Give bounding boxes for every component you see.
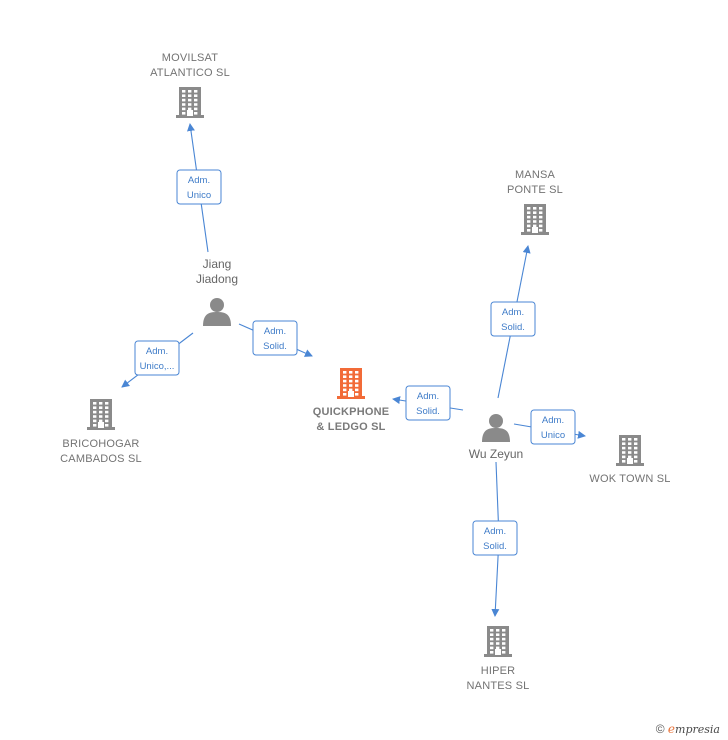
edge-label-frame — [134, 340, 180, 376]
node-label: Jiang — [203, 257, 232, 271]
edge-label-text: Solid. — [263, 341, 287, 352]
edge-label-text: Adm. — [188, 175, 210, 186]
edge-label-box[interactable]: Adm. Solid. — [252, 320, 298, 356]
edge-label-text: Unico — [187, 190, 211, 201]
edge-label-text: Adm. — [542, 415, 564, 426]
edge-wu-to-hiper: Adm. Solid. — [472, 461, 518, 617]
edge-label-frame — [472, 520, 518, 556]
edge-label-box[interactable]: Adm. Unico — [530, 409, 576, 445]
building-icon — [484, 626, 512, 657]
edge-label-text: Solid. — [483, 541, 507, 552]
edge-label-text: Adm. — [484, 526, 506, 537]
node-label: PONTE SL — [507, 184, 563, 196]
node-label: HIPER — [481, 665, 516, 677]
copyright-symbol: © — [655, 722, 665, 736]
node-label: ATLANTICO SL — [150, 67, 230, 79]
edge-label-text: Unico — [541, 430, 565, 441]
person-icon — [203, 298, 231, 326]
empresia-logo[interactable]: empresia — [667, 722, 720, 736]
edge-wu-to-wok: Adm. Unico — [513, 409, 586, 445]
edge-jiang-to-quickphone: Adm. Solid. — [238, 320, 313, 357]
building-icon — [337, 368, 365, 399]
node-label: BRICOHOGAR — [62, 438, 139, 450]
node-label: & LEDGO SL — [316, 421, 385, 433]
edges-layer: Adm.UnicoAdm.Unico,...Adm.Solid.Adm.Soli… — [121, 123, 586, 617]
edge-label-text: Solid. — [501, 322, 525, 333]
nodes-layer: MOVILSAT ATLANTICO SL MANSA PONTE SL BRICOHO… — [60, 52, 670, 692]
building-icon — [87, 399, 115, 430]
node-wok[interactable]: WOK TOWN SL — [589, 435, 670, 485]
edge-jiang-to-movilsat: Adm. Unico — [176, 123, 222, 253]
edge-wu-to-quickphone: Adm. Solid. — [392, 385, 464, 421]
node-label: CAMBADOS SL — [60, 453, 142, 465]
edge-wu-to-mansa: Adm. Solid. — [490, 245, 536, 399]
edge-label-text: Adm. — [146, 346, 168, 357]
edge-label-box[interactable]: Adm. Solid. — [490, 301, 536, 337]
person-icon — [482, 414, 510, 442]
building-icon — [521, 204, 549, 235]
edge-label-box[interactable]: Adm. Solid. — [405, 385, 451, 421]
node-hiper[interactable]: HIPER NANTES SL — [467, 626, 530, 692]
node-bricohogar[interactable]: BRICOHOGAR CAMBADOS SL — [60, 399, 142, 465]
node-quickphone[interactable]: QUICKPHONE & LEDGO SL — [313, 368, 390, 433]
edge-jiang-to-bricohogar: Adm. Unico,... — [121, 332, 194, 388]
edge-label-text: Adm. — [417, 391, 439, 402]
node-movilsat[interactable]: MOVILSAT ATLANTICO SL — [150, 52, 230, 118]
edge-label-frame — [405, 385, 451, 421]
edge-label-box[interactable]: Adm. Solid. — [472, 520, 518, 556]
node-label: Wu Zeyun — [469, 447, 523, 461]
node-label: MANSA — [515, 169, 556, 181]
edge-label-frame — [176, 169, 222, 205]
edge-label-box[interactable]: Adm. Unico — [176, 169, 222, 205]
node-label: Jiadong — [196, 272, 238, 286]
node-label: WOK TOWN SL — [589, 473, 670, 485]
edge-label-frame — [530, 409, 576, 445]
node-label: MOVILSAT — [162, 52, 218, 64]
node-label: QUICKPHONE — [313, 406, 390, 418]
edge-label-text: Solid. — [416, 406, 440, 417]
edge-label-frame — [490, 301, 536, 337]
building-icon — [176, 87, 204, 118]
edge-label-text: Adm. — [502, 307, 524, 318]
edge-label-frame — [252, 320, 298, 356]
edge-label-text: Adm. — [264, 326, 286, 337]
node-wu[interactable]: Wu Zeyun — [469, 414, 523, 461]
node-mansa[interactable]: MANSA PONTE SL — [507, 169, 563, 235]
edge-label-box[interactable]: Adm. Unico,... — [134, 340, 180, 376]
edge-label-text: Unico,... — [140, 361, 175, 372]
building-icon — [616, 435, 644, 466]
copyright-credit: © empresia — [656, 722, 720, 736]
node-label: NANTES SL — [467, 680, 530, 692]
